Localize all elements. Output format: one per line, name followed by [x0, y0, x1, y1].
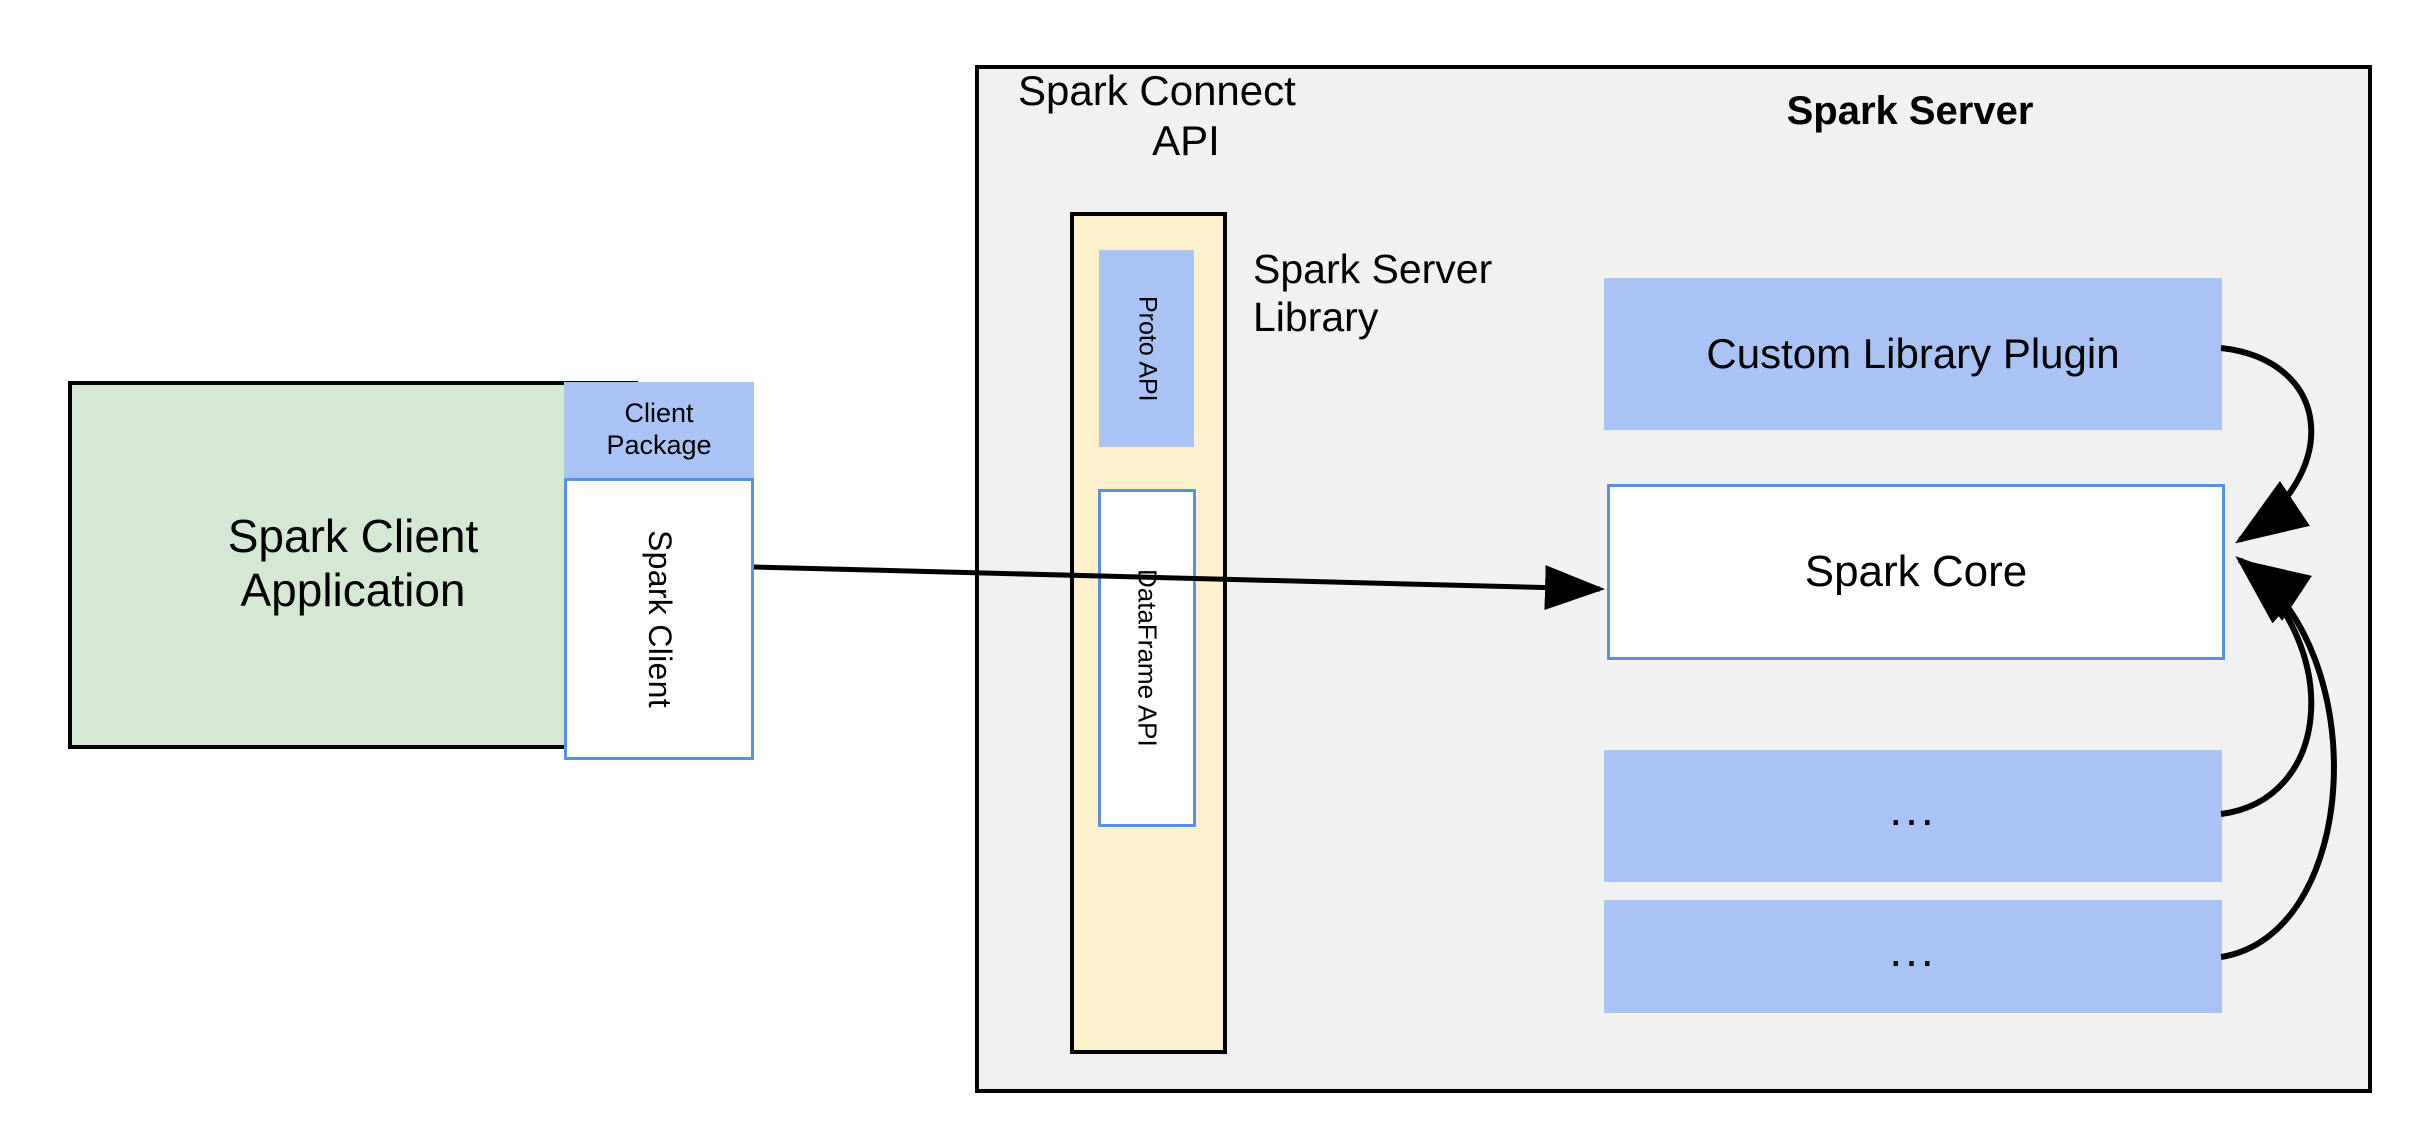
- client-app-label-line-1: Spark Client: [227, 509, 479, 562]
- spark-connect-api-label-line-1: Spark Connect: [1018, 67, 1296, 115]
- spark-client-box: Spark Client: [564, 478, 754, 760]
- spark-connect-api-label: Spark Connect API: [1018, 67, 1338, 164]
- proto-api-box: Proto API: [1099, 250, 1194, 447]
- spark-client-application-label: Spark Client Application: [228, 509, 479, 622]
- spark-core-box: Spark Core: [1607, 484, 2225, 660]
- client-package-label-line-2: Package: [606, 430, 712, 460]
- ellipsis-block-2: ...: [1604, 900, 2222, 1013]
- client-app-label-line-2: Application: [240, 564, 466, 616]
- spark-server-library-label-line-1: Spark Server: [1253, 246, 1493, 292]
- spark-core-label: Spark Core: [1804, 547, 2028, 597]
- dataframe-api-label: DataFrame API: [1132, 569, 1163, 747]
- ellipsis-block-2-label: ...: [1889, 923, 1937, 976]
- custom-library-plugin-box: Custom Library Plugin: [1604, 278, 2222, 430]
- custom-library-plugin-label: Custom Library Plugin: [1706, 330, 2120, 378]
- client-package-label-line-1: Client: [624, 398, 694, 429]
- spark-client-application-box: Spark Client Application: [68, 381, 638, 749]
- spark-server-title: Spark Server: [1786, 89, 2034, 134]
- client-package-box: Client Package: [564, 382, 754, 478]
- client-package-label: Client Package: [606, 398, 711, 462]
- dataframe-api-box: DataFrame API: [1098, 489, 1196, 827]
- ellipsis-block-1-label: ...: [1889, 783, 1937, 836]
- proto-api-label: Proto API: [1133, 295, 1162, 402]
- spark-client-label: Spark Client: [641, 530, 678, 708]
- spark-server-library-label-line-2: Library: [1253, 294, 1379, 341]
- spark-connect-api-label-line-2: API: [1152, 117, 1220, 164]
- spark-server-library-label: Spark Server Library: [1253, 245, 1583, 355]
- ellipsis-block-1: ...: [1604, 750, 2222, 882]
